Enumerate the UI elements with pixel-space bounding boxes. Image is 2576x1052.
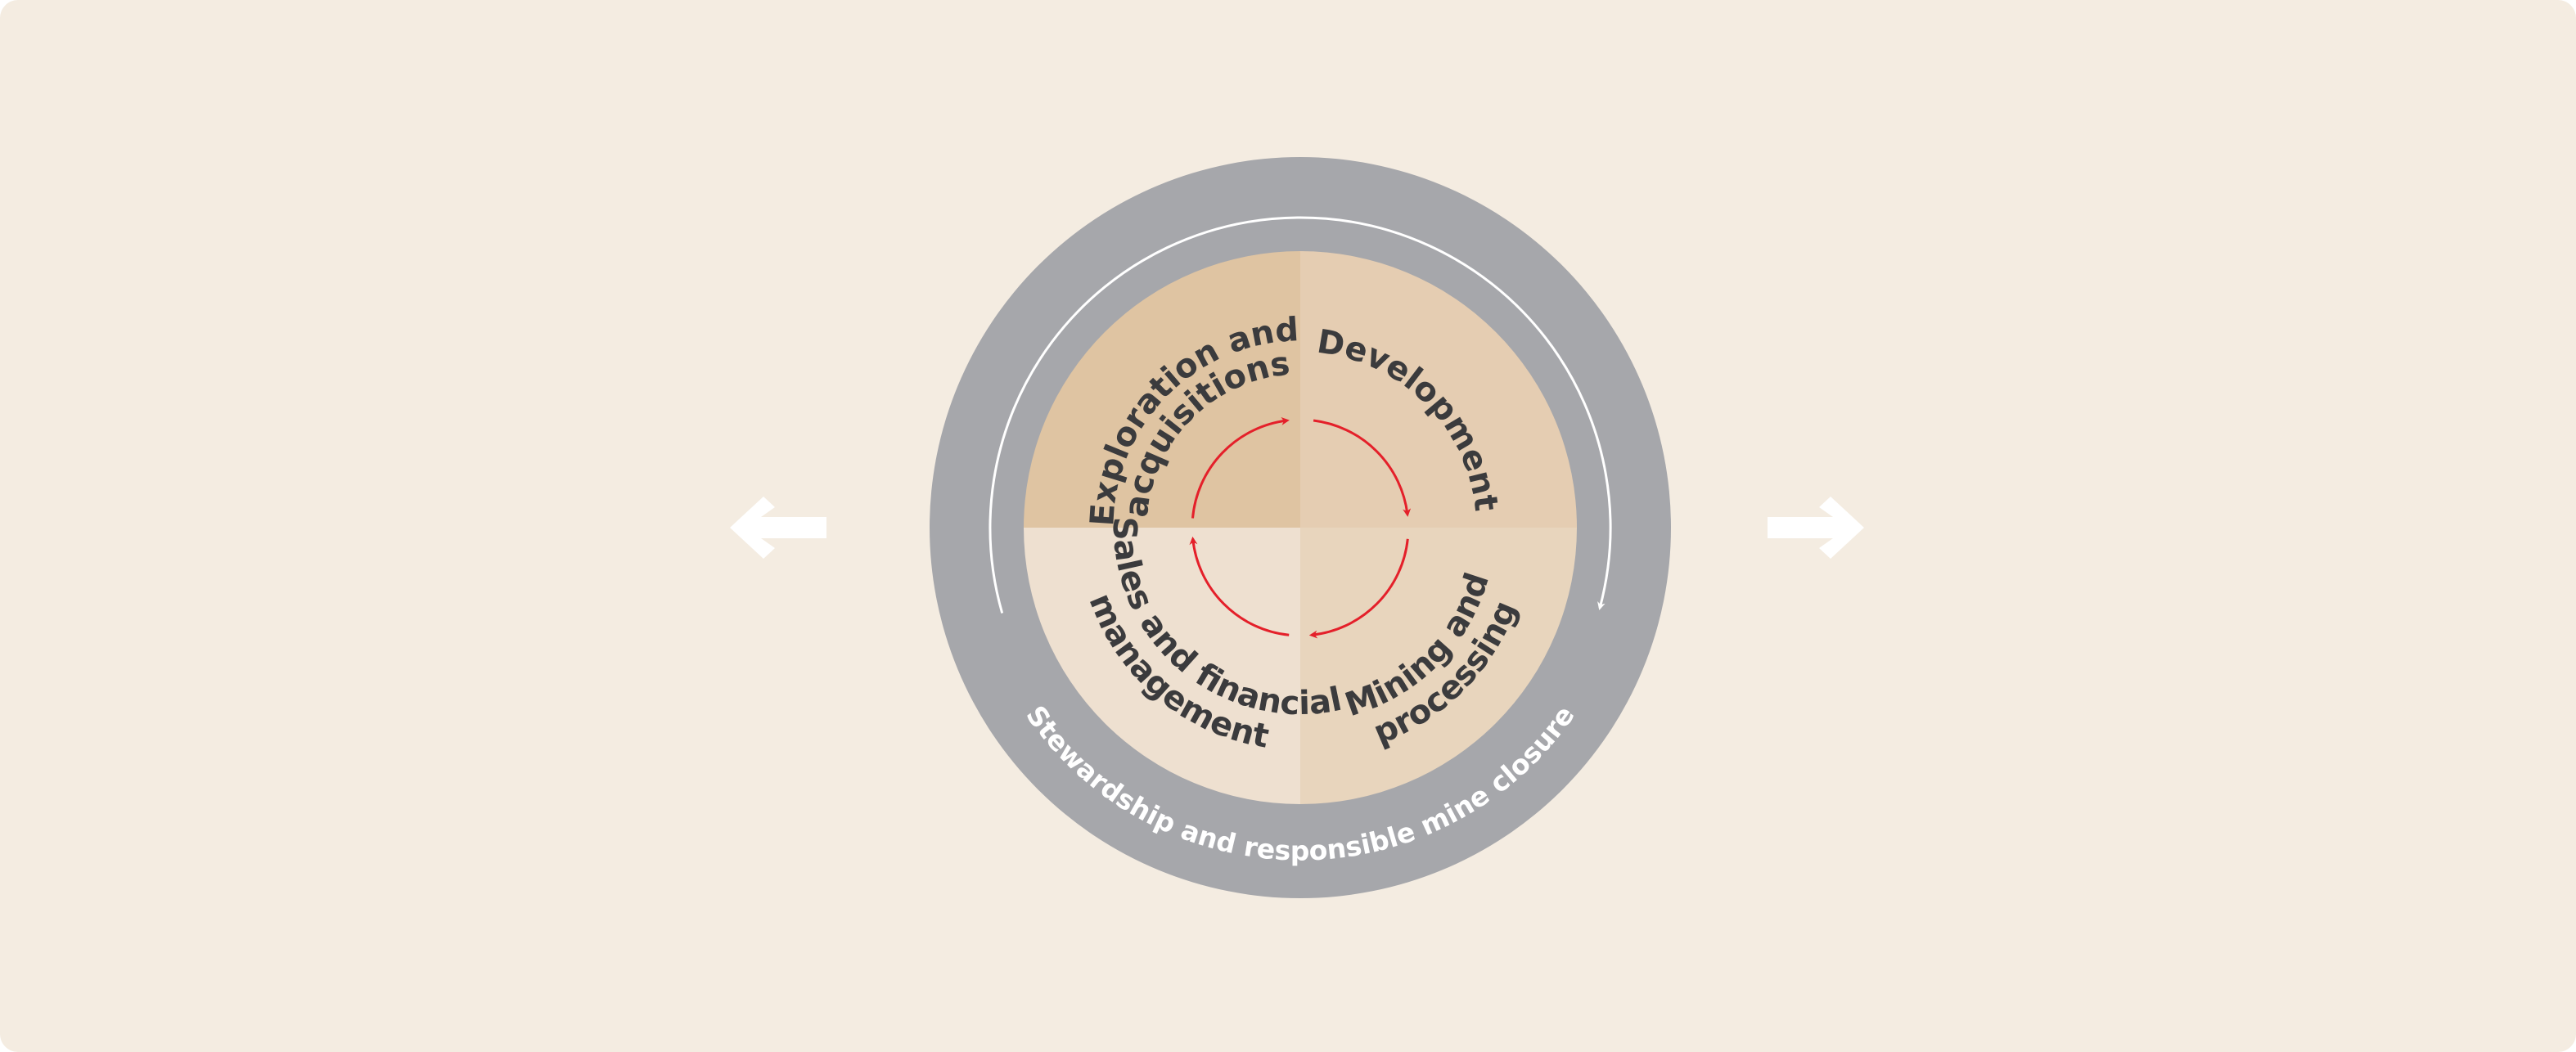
quadrant-sales (1024, 528, 1300, 804)
cycle-arrow-icon (1189, 536, 1290, 636)
cycle-arrow-icon (1308, 538, 1409, 639)
cycle-arrow-icon (1191, 416, 1290, 519)
quadrant-mining (1300, 528, 1577, 804)
arrow-left-icon (730, 497, 826, 559)
outer-cycle-arrow-icon (989, 216, 1612, 614)
quadrant-exploration (1024, 251, 1300, 528)
cycle-arrow-icon (1313, 419, 1412, 517)
quadrant-development (1300, 251, 1577, 528)
arrow-right-icon (1768, 497, 1864, 559)
